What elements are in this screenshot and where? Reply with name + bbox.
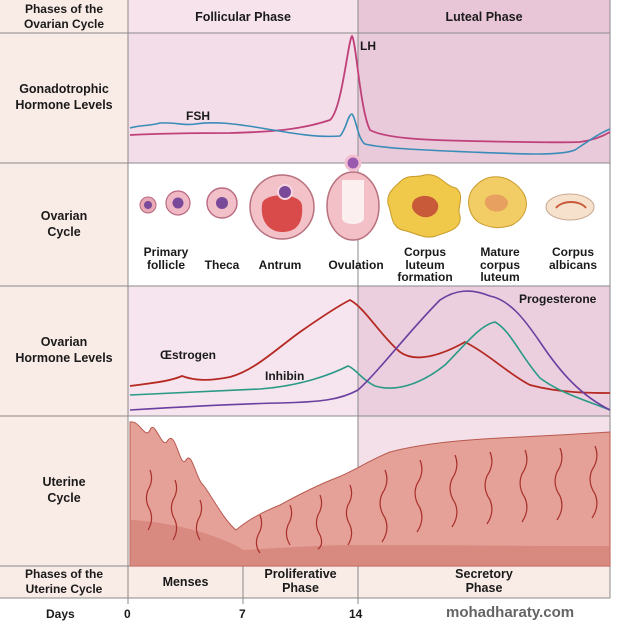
inhibin-curve (129, 321, 611, 411)
stage-label-ovulation: Ovulation (328, 258, 384, 272)
corpus-albicans (545, 193, 595, 221)
progesterone-label: Progesterone (519, 292, 597, 306)
estrogen-curve (129, 298, 611, 394)
follicular-header-bg (128, 0, 358, 33)
lh-curve (129, 34, 611, 144)
lh-label: LH (360, 39, 376, 53)
uterine-cycle-row-label: Uterine Cycle (42, 475, 86, 505)
estrogen-label: Œstrogen (160, 348, 217, 362)
secretory-label: Secretory Phase (455, 567, 513, 595)
corpus-luteum-mature (468, 176, 527, 229)
ovarian-hormone-row-label: Ovarian Hormone Levels (15, 335, 113, 365)
luteal-phase-header: Luteal Phase (445, 9, 523, 24)
label-column-bg (0, 0, 128, 598)
menses-label: Menses (162, 575, 209, 589)
fsh-label: FSH (186, 109, 210, 123)
fsh-curve (129, 113, 611, 155)
uphase-row-bg (128, 566, 610, 598)
corpus-luteum-formation (387, 174, 462, 238)
stage-label-corpus-luteum-formation: Corpus luteum formation (397, 245, 453, 285)
day-tick-0: 0 (124, 607, 131, 621)
stage-label-theca: Theca (204, 258, 240, 272)
ohorm-follicular-bg (128, 286, 358, 416)
uterine-phase-row-label: Phases of the Uterine Cycle (24, 567, 104, 596)
stage-label-mature-corpus-luteum: Mature corpus luteum (479, 245, 520, 285)
follicle-primary (139, 196, 157, 214)
stage-label-corpus-albicans: Corpus albicans (548, 245, 598, 272)
days-label: Days (46, 607, 75, 621)
follicle-theca (165, 190, 191, 216)
stage-label-antrum: Antrum (258, 258, 302, 272)
watermark: mohadharaty.com (446, 604, 575, 621)
ovarian-phase-row-title: Phases of the Ovarian Cycle (23, 1, 105, 31)
follicular-phase-header: Follicular Phase (195, 9, 291, 24)
gonad-follicular-bg (128, 33, 358, 163)
inhibin-label: Inhibin (265, 369, 305, 383)
follicle-secondary (206, 187, 238, 219)
progesterone-curve (129, 290, 611, 411)
ovarian-cycle-row-label: Ovarian Cycle (40, 208, 88, 239)
follicle-ovulation (326, 154, 380, 241)
day-tick-7: 7 (239, 607, 246, 621)
proliferative-label: Proliferative Phase (264, 567, 337, 595)
follicle-antrum (249, 174, 315, 240)
day-tick-14: 14 (349, 607, 363, 621)
stage-label-primary: Primary follicle (143, 245, 189, 272)
gonad-luteal-bg (358, 33, 610, 163)
luteal-header-bg (358, 0, 610, 33)
gonadotrophic-row-label: Gonadotrophic Hormone Levels (15, 82, 113, 112)
uterine-lining (129, 421, 611, 567)
